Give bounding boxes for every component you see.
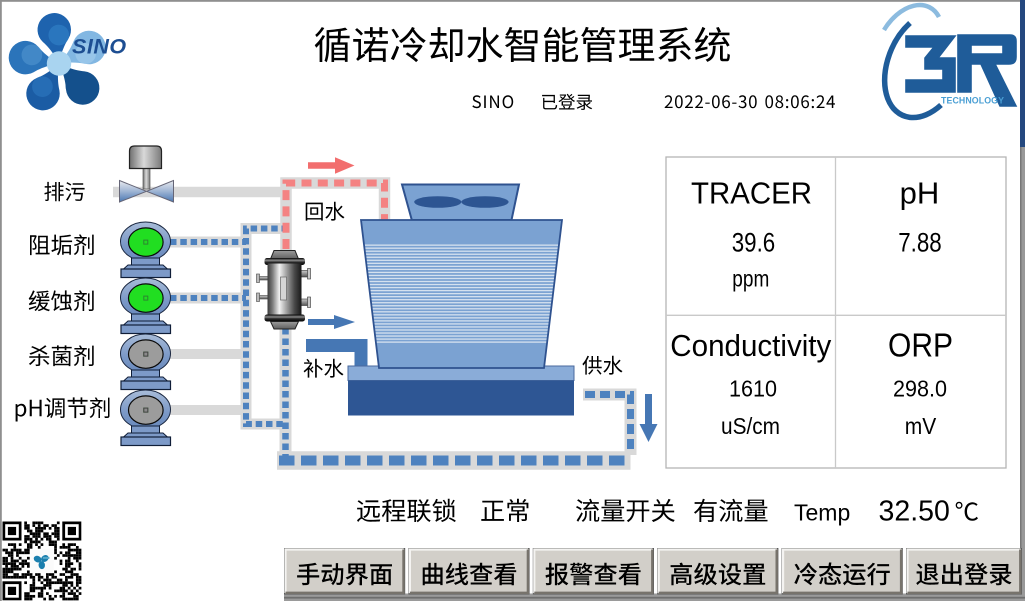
svg-text:TRACER: TRACER (691, 176, 812, 211)
svg-text:298.0: 298.0 (893, 376, 947, 402)
svg-text:mV: mV (905, 413, 937, 439)
svg-text:TECHNOLOGY: TECHNOLOGY (941, 96, 1004, 106)
svg-text:Temp: Temp (794, 500, 850, 526)
svg-text:39.6: 39.6 (732, 228, 776, 258)
svg-text:1610: 1610 (729, 376, 777, 402)
svg-text:pH: pH (900, 176, 940, 211)
svg-text:7.88: 7.88 (898, 228, 942, 258)
svg-text:Conductivity: Conductivity (670, 329, 832, 363)
svg-text:ORP: ORP (888, 327, 953, 364)
svg-text:uS/cm: uS/cm (721, 413, 780, 439)
svg-text:SINO: SINO (72, 35, 127, 59)
svg-text:ppm: ppm (732, 266, 769, 292)
svg-text:32.50: 32.50 (879, 496, 950, 528)
